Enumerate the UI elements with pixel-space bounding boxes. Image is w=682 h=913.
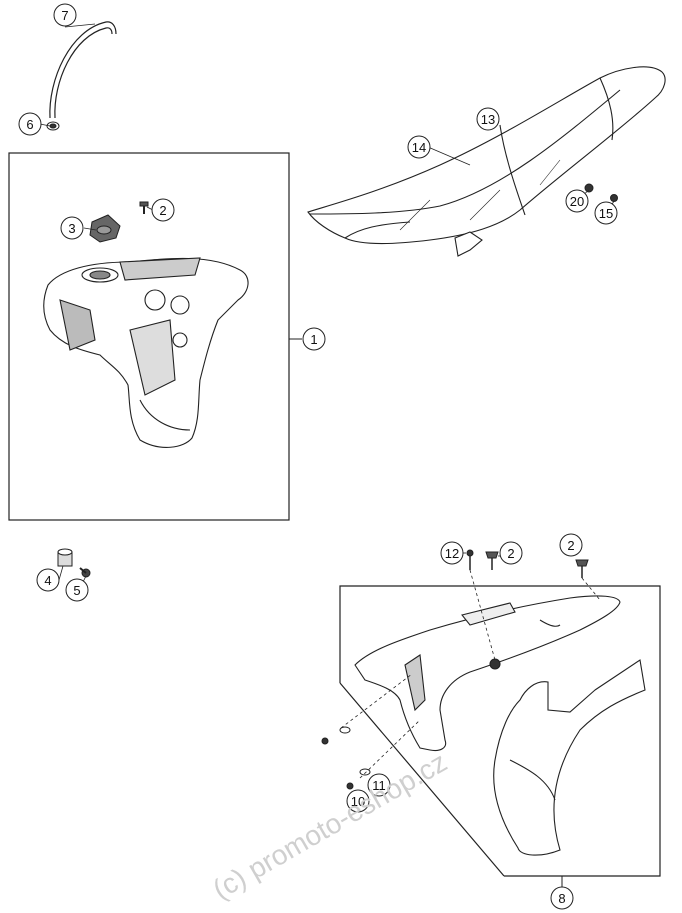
callout-2-tank: 2 xyxy=(151,198,175,222)
callout-6: 6 xyxy=(18,112,42,136)
side-cover xyxy=(354,595,621,752)
side-cover-frame xyxy=(339,585,661,877)
svg-text:3: 3 xyxy=(68,221,75,236)
svg-text:4: 4 xyxy=(44,573,51,588)
svg-text:15: 15 xyxy=(599,206,613,221)
svg-text:8: 8 xyxy=(558,891,565,906)
callout-2-cover-a: 2 xyxy=(499,541,523,565)
side-cover-frame-diag xyxy=(339,682,505,877)
fuel-tank xyxy=(43,257,249,448)
seat xyxy=(307,66,666,257)
svg-text:5: 5 xyxy=(73,583,80,598)
svg-text:12: 12 xyxy=(445,546,459,561)
callout-8: 8 xyxy=(550,886,574,910)
callout-15: 15 xyxy=(594,201,618,225)
callout-11: 11 xyxy=(367,773,391,797)
spacer-bushing xyxy=(57,548,73,567)
seat-nut xyxy=(584,183,618,202)
callout-14: 14 xyxy=(407,135,431,159)
svg-text:14: 14 xyxy=(412,140,426,155)
callout-4: 4 xyxy=(36,568,60,592)
callout-7: 7 xyxy=(53,3,77,27)
callout-20: 20 xyxy=(565,189,589,213)
svg-text:2: 2 xyxy=(159,203,166,218)
fuel-cap xyxy=(89,214,121,243)
callout-3: 3 xyxy=(60,216,84,240)
svg-text:7: 7 xyxy=(61,8,68,23)
callout-1: 1 xyxy=(302,327,326,351)
svg-text:10: 10 xyxy=(351,794,365,809)
fuel-hose xyxy=(49,21,117,119)
hose-clamp xyxy=(46,121,60,131)
screw-5 xyxy=(79,567,91,578)
tank-screw xyxy=(139,201,149,214)
callout-12: 12 xyxy=(440,541,464,565)
callout-10: 10 xyxy=(346,789,370,813)
airbox-cover xyxy=(493,659,646,856)
callout-13: 13 xyxy=(476,107,500,131)
svg-text:20: 20 xyxy=(570,194,584,209)
callout-5: 5 xyxy=(65,578,89,602)
svg-text:2: 2 xyxy=(567,538,574,553)
svg-text:2: 2 xyxy=(507,546,514,561)
cover-fasteners xyxy=(321,549,589,790)
svg-text:6: 6 xyxy=(26,117,33,132)
svg-text:13: 13 xyxy=(481,112,495,127)
callout-2-cover-b: 2 xyxy=(559,533,583,557)
watermark: (c) promoto-eshop.cz xyxy=(208,746,453,905)
svg-text:11: 11 xyxy=(372,778,386,793)
fuel-tank-frame xyxy=(8,152,290,521)
svg-text:1: 1 xyxy=(310,332,317,347)
